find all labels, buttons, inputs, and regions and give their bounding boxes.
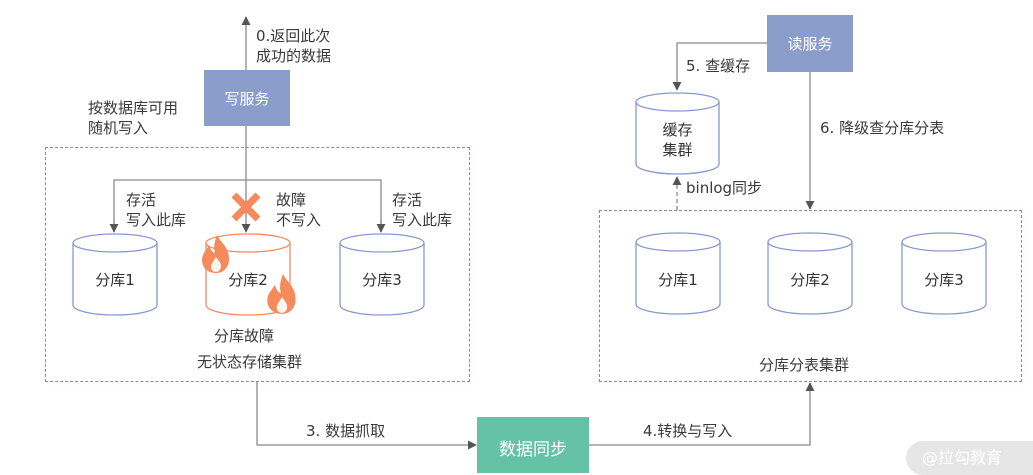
cache-label: 缓存 集群 bbox=[662, 121, 693, 159]
shard-label: 分库3 bbox=[362, 271, 402, 289]
shard-label: 分库2 bbox=[228, 271, 268, 289]
fire-icon bbox=[267, 274, 296, 314]
fire-icon bbox=[202, 235, 229, 273]
right-shard-3[interactable]: 分库3 bbox=[901, 232, 987, 316]
close-icon bbox=[231, 192, 261, 222]
stateless-cluster-label: 无状态存储集群 bbox=[197, 353, 303, 371]
right-shard-2[interactable]: 分库2 bbox=[767, 232, 853, 316]
return-label: 0.返回此次 成功的数据 bbox=[256, 27, 332, 65]
fault-label: 故障 不写入 bbox=[276, 191, 322, 229]
read-service-box[interactable]: 读服务 bbox=[767, 15, 853, 72]
cache-query-line bbox=[672, 42, 767, 91]
extract-label: 3. 数据抓取 bbox=[306, 422, 386, 440]
alive-left-label: 存活 写入此库 bbox=[126, 191, 187, 229]
read-service-label: 读服务 bbox=[787, 35, 833, 53]
shard-label: 分库2 bbox=[790, 271, 830, 289]
shard-label: 分库3 bbox=[924, 271, 964, 289]
shard-label: 分库1 bbox=[658, 271, 698, 289]
write-branch-line bbox=[113, 179, 382, 232]
data-sync-box[interactable]: 数据同步 bbox=[477, 417, 589, 473]
write-service-label: 写服务 bbox=[224, 89, 270, 108]
stateless-storage-cluster bbox=[45, 147, 470, 382]
cache-query-label: 5. 查缓存 bbox=[686, 57, 751, 75]
data-sync-label: 数据同步 bbox=[499, 439, 567, 460]
random-write-label: 按数据库可用 随机写入 bbox=[88, 99, 179, 137]
transform-line bbox=[588, 382, 815, 446]
binlog-sync-label: binlog同步 bbox=[686, 179, 763, 197]
cache-cluster[interactable]: 缓存 集群 bbox=[635, 92, 720, 176]
right-shard-1[interactable]: 分库1 bbox=[635, 232, 721, 316]
alive-right-label: 存活 写入此库 bbox=[392, 191, 453, 229]
left-shard-3[interactable]: 分库3 bbox=[339, 233, 425, 317]
connector-lines bbox=[109, 16, 815, 450]
shard-label: 分库1 bbox=[95, 271, 135, 289]
sharded-cluster-label: 分库分表集群 bbox=[759, 356, 850, 374]
sharded-cluster bbox=[599, 210, 1022, 382]
watermark: @拉勾教育 bbox=[906, 441, 1033, 475]
write-service-box[interactable]: 写服务 bbox=[204, 70, 290, 126]
fault-caption: 分库故障 bbox=[214, 327, 275, 345]
left-shard-1[interactable]: 分库1 bbox=[72, 233, 158, 317]
fallback-query-label: 6. 降级查分库分表 bbox=[820, 119, 945, 137]
extract-line bbox=[256, 381, 477, 450]
transform-label: 4.转换与写入 bbox=[643, 422, 733, 440]
